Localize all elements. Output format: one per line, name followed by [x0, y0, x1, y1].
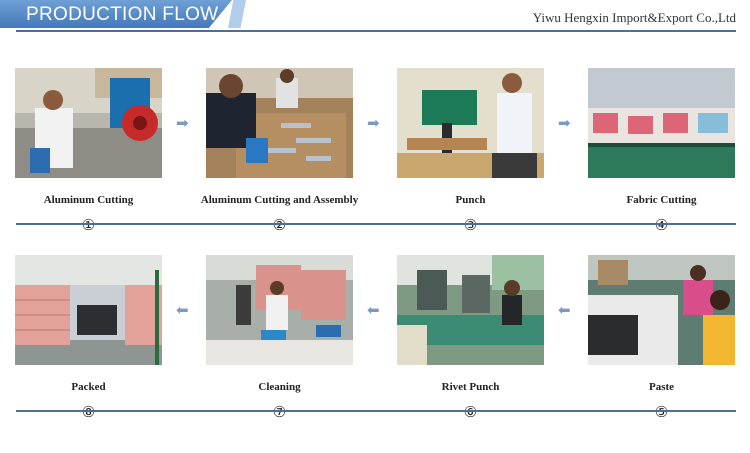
arrow-left-icon: ⬅	[176, 301, 189, 319]
step-label: Aluminum Cutting	[43, 194, 134, 206]
arrow-left-icon: ⬅	[367, 301, 380, 319]
step-number: ⑦	[272, 405, 287, 421]
step-number: ①	[81, 218, 96, 234]
title-banner	[0, 0, 232, 28]
step-label: Packed	[71, 381, 106, 393]
arrow-right-icon: ➡	[176, 114, 189, 132]
row-divider-2	[16, 410, 736, 412]
photo-paste	[588, 255, 735, 365]
step-number: ⑤	[654, 405, 669, 421]
photo-aluminum-cutting	[15, 68, 162, 178]
row-divider-1	[16, 223, 736, 225]
header-divider	[16, 30, 736, 32]
step-number: ⑥	[463, 405, 478, 421]
photo-rivet-punch	[397, 255, 544, 365]
step-label: Fabric Cutting	[626, 194, 697, 206]
arrow-right-icon: ➡	[558, 114, 571, 132]
photo-fabric-cutting	[588, 68, 735, 178]
photo-cleaning	[206, 255, 353, 365]
page-title: PRODUCTION FLOW	[26, 4, 219, 25]
arrow-right-icon: ➡	[367, 114, 380, 132]
photo-punch	[397, 68, 544, 178]
step-number: ⑧	[81, 405, 96, 421]
step-number: ④	[654, 218, 669, 234]
photo-aluminum-cutting-assembly	[206, 68, 353, 178]
step-label: Rivet Punch	[441, 381, 500, 393]
step-label: Paste	[648, 381, 675, 393]
step-number: ③	[463, 218, 478, 234]
title-banner-tail	[228, 0, 246, 28]
photo-packed	[15, 255, 162, 365]
company-name: Yiwu Hengxin Import&Export Co.,Ltd	[532, 10, 736, 25]
step-label: Punch	[455, 194, 486, 206]
step-label: Aluminum Cutting and Assembly	[200, 194, 359, 206]
step-label: Cleaning	[258, 381, 301, 393]
arrow-left-icon: ⬅	[558, 301, 571, 319]
step-number: ②	[272, 218, 287, 234]
